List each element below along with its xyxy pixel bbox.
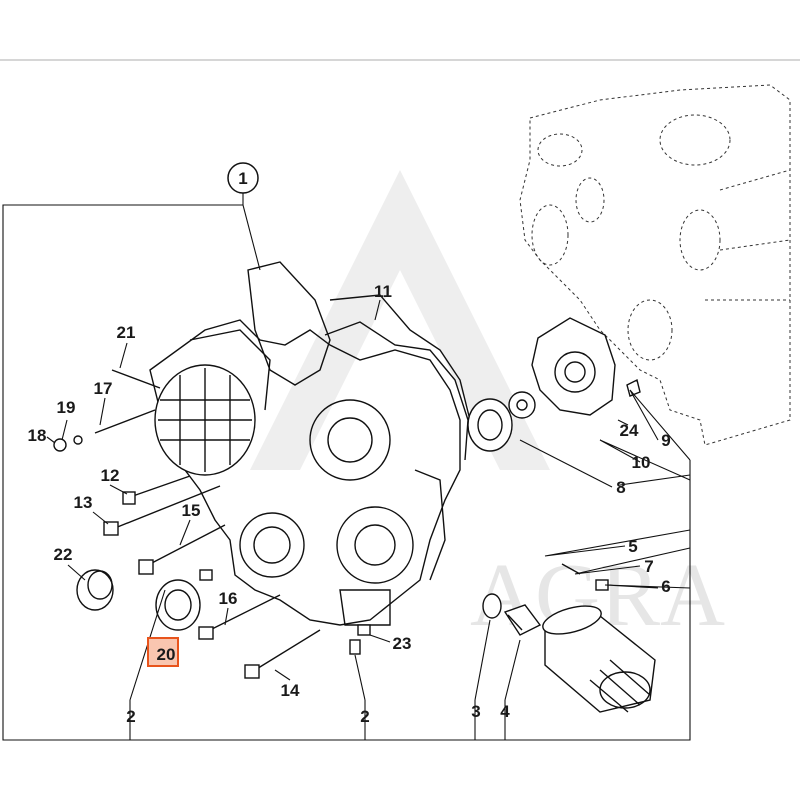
pressure-switch: [482, 593, 542, 636]
callout-3[interactable]: 3: [471, 702, 480, 721]
oil-seal: [155, 579, 201, 631]
callout-10[interactable]: 10: [632, 453, 651, 472]
callout-24[interactable]: 24: [620, 421, 639, 440]
callout-8[interactable]: 8: [616, 478, 625, 497]
callout-1-circle: [227, 162, 259, 194]
engine-block: [519, 84, 791, 446]
callout-19[interactable]: 19: [57, 398, 76, 417]
callout-7[interactable]: 7: [644, 557, 653, 576]
frame-lines: [2, 204, 691, 741]
callout-22[interactable]: 22: [54, 545, 73, 564]
watermark: AGRA: [250, 170, 725, 645]
oil-pump: [467, 317, 641, 452]
callout-2-center[interactable]: 2: [360, 707, 369, 726]
top-divider: [0, 59, 800, 61]
callout-2-left[interactable]: 2: [126, 707, 135, 726]
gear-case: [149, 261, 471, 626]
callout-14[interactable]: 14: [281, 681, 300, 700]
callout-16[interactable]: 16: [219, 589, 238, 608]
cover-plate: [154, 329, 271, 476]
callout-23[interactable]: 23: [393, 634, 412, 653]
callout-20-highlight: [147, 637, 179, 667]
leader-lines: [46, 193, 691, 740]
callout-20[interactable]: 20: [157, 645, 176, 664]
callout-21[interactable]: 21: [117, 323, 136, 342]
bolts: [53, 369, 609, 679]
plug: [76, 569, 114, 611]
callout-17[interactable]: 17: [94, 379, 113, 398]
callout-1[interactable]: 1: [238, 169, 247, 188]
callout-4[interactable]: 4: [500, 702, 510, 721]
callout-13[interactable]: 13: [74, 493, 93, 512]
oil-filter: [542, 605, 656, 713]
callout-15[interactable]: 15: [182, 501, 201, 520]
callouts: 1 2 2 5 3 4 6 7 8 9 10 11 12 13 14 15 16…: [28, 162, 671, 726]
callout-12[interactable]: 12: [101, 466, 120, 485]
callout-11[interactable]: 11: [374, 282, 392, 301]
callout-6[interactable]: 6: [661, 577, 670, 596]
callout-9[interactable]: 9: [661, 431, 670, 450]
callout-18[interactable]: 18: [28, 426, 47, 445]
callout-5[interactable]: 5: [628, 537, 637, 556]
